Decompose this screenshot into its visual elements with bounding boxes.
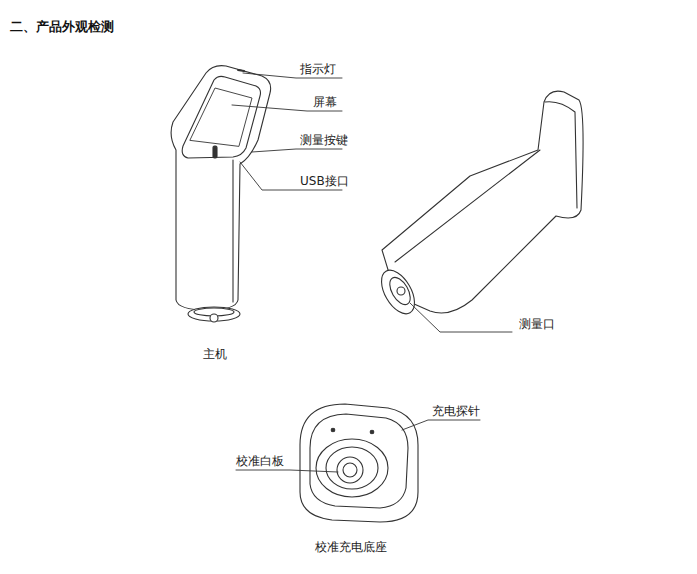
figure-caption: 校准充电底座: [315, 540, 387, 555]
part-label: 指示灯: [300, 62, 336, 77]
figure-caption: 主机: [203, 347, 227, 362]
part-label: 屏幕: [313, 95, 337, 110]
part-label: 校准白板: [236, 454, 284, 469]
part-label: 充电探针: [432, 404, 480, 419]
calibration-base: [236, 404, 480, 522]
leader-lines: [232, 73, 342, 190]
section-title: 二、产品外观检测: [10, 19, 114, 34]
part-label: USB接口: [300, 174, 349, 189]
main-unit: [171, 66, 271, 322]
part-label: 测量口: [519, 317, 555, 332]
main-unit-side: [375, 91, 583, 332]
part-label: 测量按键: [300, 133, 348, 148]
